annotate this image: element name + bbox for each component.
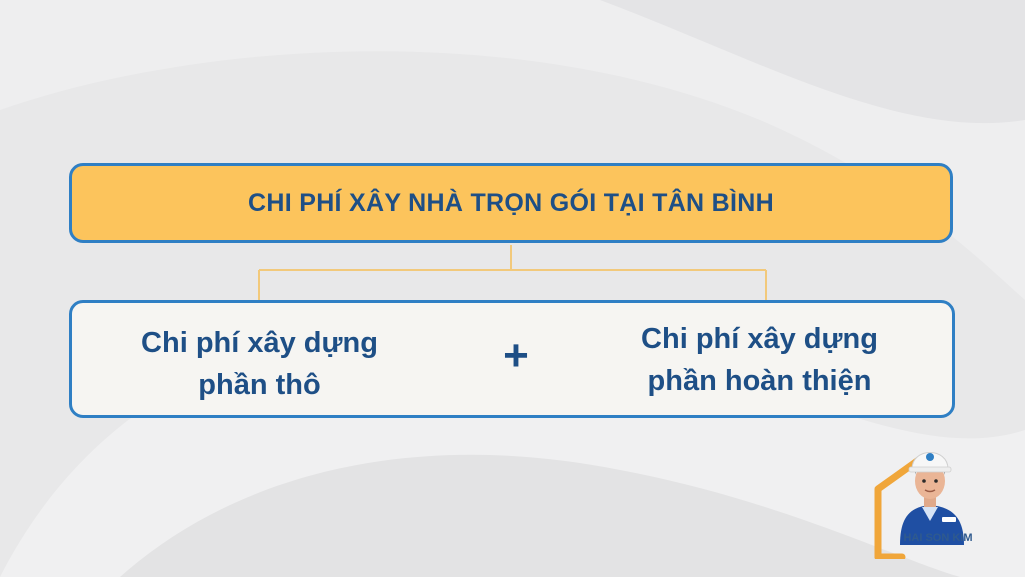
diagram-title: CHI PHÍ XÂY NHÀ TRỌN GÓI TẠI TÂN BÌNH (248, 188, 774, 217)
plus-operator: + (503, 331, 529, 380)
cost-components-box: Chi phí xây dựng phần thô + Chi phí xây … (69, 300, 955, 418)
logo-wordmark: HAI SON KIM (903, 532, 973, 544)
rough-construction-cost-label: Chi phí xây dựng phần thô (141, 327, 378, 401)
hai-son-kim-logo (874, 452, 964, 559)
title-box: CHI PHÍ XÂY NHÀ TRỌN GÓI TẠI TÂN BÌNH (69, 163, 953, 243)
finishing-construction-cost-label: Chi phí xây dựng phần hoàn thiện (641, 323, 878, 397)
